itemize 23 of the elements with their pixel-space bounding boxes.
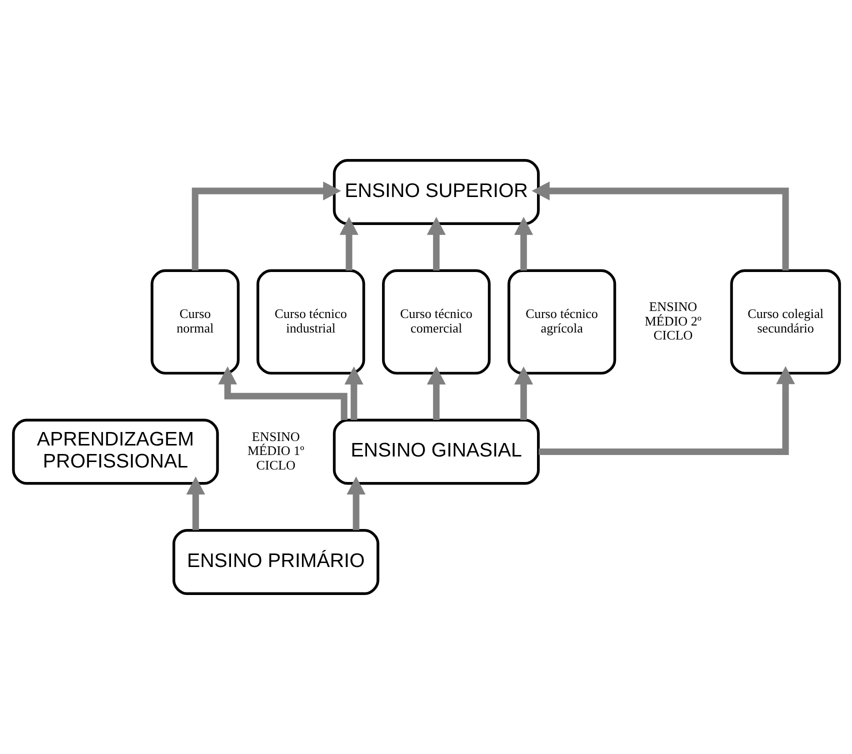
arrow	[531, 181, 788, 270]
node-box: APRENDIZAGEM PROFISSIONAL	[12, 418, 218, 485]
label: ENSINO MÉDIO 2º CICLO	[644, 299, 702, 342]
node-box: Curso técnico industrial	[256, 269, 365, 375]
arrow	[426, 216, 446, 271]
node-box: Curso técnico comercial	[382, 269, 490, 375]
arrow	[514, 216, 533, 271]
node-box: Curso normal	[150, 269, 240, 375]
arrow	[346, 476, 366, 530]
arrow	[344, 366, 363, 420]
arrow	[191, 181, 341, 270]
arrow	[339, 216, 358, 271]
node-box: ENSINO SUPERIOR	[332, 159, 540, 226]
node-box: ENSINO PRIMÁRIO	[172, 528, 379, 595]
node-box: Curso técnico agrícola	[507, 269, 616, 375]
arrow	[186, 476, 205, 530]
arrow	[514, 366, 533, 420]
node-box: ENSINO GINASIAL	[332, 418, 540, 485]
label: ENSINO MÉDIO 1º CICLO	[247, 428, 304, 472]
arrow	[218, 366, 347, 420]
arrow	[426, 366, 446, 420]
arrow	[538, 366, 794, 456]
node-box: Curso colegial secundário	[730, 269, 840, 375]
